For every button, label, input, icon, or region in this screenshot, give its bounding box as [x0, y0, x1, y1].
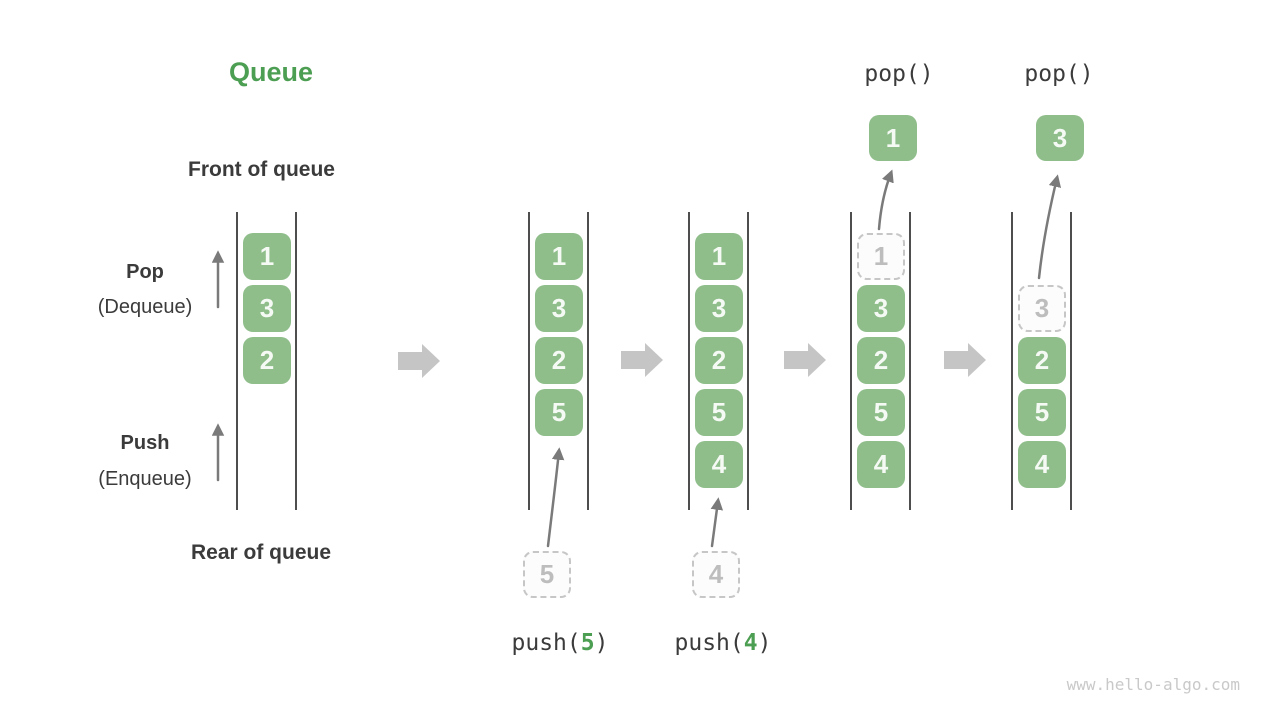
queue-cell: 3: [535, 285, 583, 332]
queue-cell: 3: [695, 285, 743, 332]
popped-value: 1: [869, 115, 917, 161]
next-step-arrow-icon: [784, 343, 826, 377]
queue-cell: 1: [695, 233, 743, 280]
push-4-call-label: push(4): [643, 630, 803, 656]
staged-push-value: 5: [523, 551, 571, 598]
queue-state-5: 3 2 5 4: [1011, 212, 1072, 510]
queue-state-2: 1 3 2 5: [528, 212, 589, 510]
pop-label: Pop: [126, 261, 164, 283]
push-call-arg: 4: [743, 630, 758, 656]
queue-cell: 3: [857, 285, 905, 332]
popped-value: 3: [1036, 115, 1084, 161]
enqueue-alias-label: (Enqueue): [98, 468, 192, 490]
push-call-prefix: push(: [511, 630, 581, 656]
push-call-suffix: ): [594, 630, 609, 656]
queue-cell: 2: [857, 337, 905, 384]
queue-state-1: 1 3 2: [236, 212, 297, 510]
pop-call-label: pop(): [864, 61, 934, 87]
queue-cell-ghost: 3: [1018, 285, 1066, 332]
queue-cell: 5: [695, 389, 743, 436]
queue-cell: 2: [535, 337, 583, 384]
push-call-suffix: ): [757, 630, 772, 656]
queue-cell: 5: [857, 389, 905, 436]
rear-of-queue-label: Rear of queue: [191, 541, 332, 564]
queue-cell: 2: [695, 337, 743, 384]
queue-cell: 4: [857, 441, 905, 488]
queue-cell: 1: [243, 233, 291, 280]
pop-call-label: pop(): [1024, 61, 1094, 87]
queue-cell: 4: [1018, 441, 1066, 488]
queue-cell-ghost: 1: [857, 233, 905, 280]
push-5-call-label: push(5): [480, 630, 640, 656]
staged-push-value: 4: [692, 551, 740, 598]
queue-state-4: 1 3 2 5 4: [850, 212, 911, 510]
queue-cell: 2: [1018, 337, 1066, 384]
next-step-arrow-icon: [944, 343, 986, 377]
queue-state-3: 1 3 2 5 4: [688, 212, 749, 510]
queue-cell: 5: [535, 389, 583, 436]
push-label: Push: [120, 432, 170, 454]
queue-cell: 1: [535, 233, 583, 280]
next-step-arrow-icon: [398, 344, 440, 378]
queue-cell: 4: [695, 441, 743, 488]
dequeue-alias-label: (Dequeue): [97, 296, 193, 318]
front-of-queue-label: Front of queue: [188, 158, 335, 181]
diagram-title: Queue: [229, 57, 314, 87]
site-watermark: www.hello-algo.com: [1066, 675, 1240, 694]
queue-cell: 3: [243, 285, 291, 332]
next-step-arrow-icon: [621, 343, 663, 377]
push-call-arg: 5: [580, 630, 595, 656]
queue-cell: 2: [243, 337, 291, 384]
push-call-prefix: push(: [674, 630, 744, 656]
queue-cell: 5: [1018, 389, 1066, 436]
